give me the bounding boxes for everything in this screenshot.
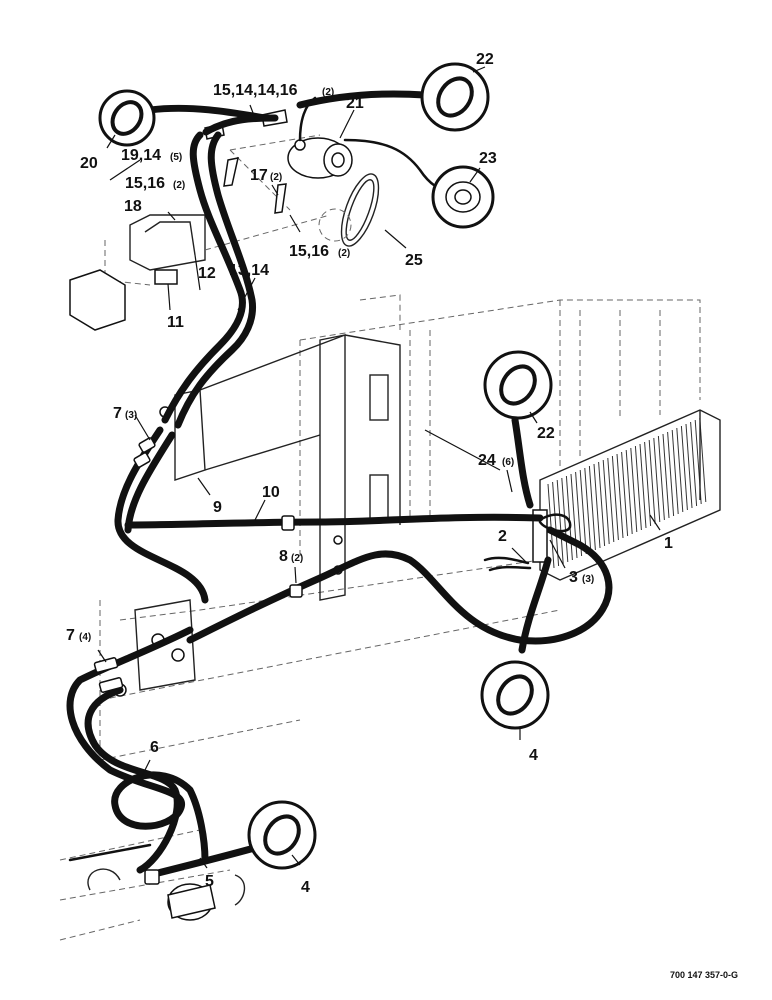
- label-4-bottom: 4: [301, 879, 310, 896]
- condenser-fin: [634, 445, 642, 531]
- label-18: 18: [124, 198, 142, 215]
- condenser-fin: [625, 449, 633, 535]
- condenser-fin: [644, 441, 652, 527]
- condenser-fin: [565, 475, 573, 561]
- label-15-16-upper: 15,16: [125, 175, 165, 192]
- label-25: 25: [405, 252, 423, 269]
- label-6: 6: [150, 739, 159, 756]
- label-15-16-lower-qty: (2): [338, 248, 350, 259]
- condenser-fin: [607, 457, 615, 543]
- condenser-fin: [616, 453, 624, 539]
- label-1: 1: [664, 535, 673, 552]
- label-8-qty: (2): [291, 553, 303, 564]
- label-17-qty: (2): [270, 172, 282, 183]
- condenser-fin: [602, 459, 610, 545]
- label-2: 2: [498, 528, 507, 545]
- condenser-fin: [552, 481, 560, 567]
- label-22-top: 22: [476, 51, 494, 68]
- label-24-qty: (6): [502, 457, 514, 468]
- condenser-fin: [680, 425, 688, 511]
- part-labels: 1 2 3 (3) 4 4 5 6 7 (3) 7 (4) 8 (2) 9 10…: [66, 51, 673, 896]
- filter-drier: [87, 868, 246, 921]
- label-7-upper-qty: (3): [125, 410, 137, 421]
- condenser-fin: [588, 465, 596, 551]
- label-7-lower: 7: [66, 627, 75, 644]
- label-12: 12: [198, 265, 216, 282]
- leader-lines: [97, 66, 661, 869]
- label-7-lower-qty: (4): [79, 632, 91, 643]
- condenser-fin: [667, 431, 675, 517]
- label-15-14-14-16-qty: (2): [322, 87, 334, 98]
- oring-callout-23: [431, 165, 495, 229]
- label-23: 23: [479, 150, 497, 167]
- label-19-14-qty: (5): [170, 152, 182, 163]
- condenser-fin: [690, 421, 698, 507]
- condenser-fin: [621, 451, 629, 537]
- label-15-14-14-16: 15,14,14,16: [213, 82, 298, 99]
- condenser-fin: [699, 417, 707, 503]
- label-3: 3: [569, 569, 578, 586]
- machine-frame: [59, 294, 701, 941]
- condenser-fin: [579, 469, 587, 555]
- oring-callout-20: [98, 89, 156, 147]
- oring-callout-22-top: [420, 62, 490, 132]
- condenser-fin: [662, 433, 670, 519]
- condenser-fin: [611, 455, 619, 541]
- label-19-14: 19,14: [121, 147, 161, 164]
- oring-callout-4-mid: [480, 660, 550, 730]
- label-8: 8: [279, 548, 288, 565]
- drawing-number: 700 147 357-0-G: [670, 970, 738, 980]
- hose-fittings: [93, 437, 303, 885]
- label-17: 17: [250, 167, 268, 184]
- condenser-fin: [547, 483, 555, 569]
- condenser-fin: [593, 463, 601, 549]
- label-20: 20: [80, 155, 98, 172]
- label-22-mid: 22: [537, 425, 555, 442]
- oring-callout-22-mid: [483, 350, 553, 420]
- label-5: 5: [205, 873, 214, 890]
- condenser-fin: [584, 467, 592, 553]
- label-9: 9: [213, 499, 222, 516]
- label-10: 10: [262, 484, 280, 501]
- label-7-upper: 7: [113, 405, 122, 422]
- condenser-fin: [653, 437, 661, 523]
- condenser-fin: [671, 429, 679, 515]
- label-15-16-lower: 15,16: [289, 243, 329, 260]
- condenser-fin: [685, 423, 693, 509]
- condenser-fin: [561, 477, 569, 563]
- condenser-fin: [630, 447, 638, 533]
- condenser-fin: [556, 479, 564, 565]
- label-15-16-upper-qty: (2): [173, 180, 185, 191]
- label-24: 24: [478, 452, 496, 469]
- condenser-fin: [657, 435, 665, 521]
- label-21: 21: [346, 95, 364, 112]
- condenser-fin: [648, 439, 656, 525]
- label-11: 11: [167, 314, 184, 331]
- oring-callout-4-bottom: [247, 800, 317, 870]
- condenser-fin: [639, 443, 647, 529]
- label-3-qty: (3): [582, 574, 594, 585]
- condenser-fin: [676, 427, 684, 513]
- condenser-fin: [598, 461, 606, 547]
- condenser: [532, 409, 721, 581]
- label-4-mid: 4: [529, 747, 538, 764]
- label-13-14: 13,14: [229, 262, 269, 279]
